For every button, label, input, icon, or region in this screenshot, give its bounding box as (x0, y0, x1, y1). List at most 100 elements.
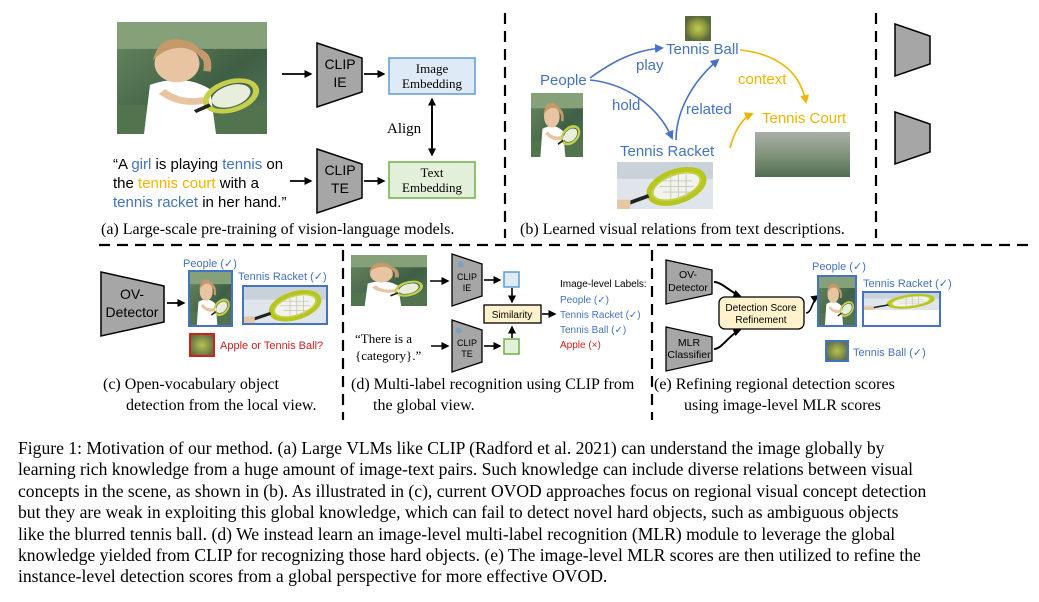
legend (894, 22, 931, 166)
svg-text:Embedding: Embedding (402, 76, 462, 91)
svg-text:Text: Text (421, 165, 444, 180)
tennis-court-node: Tennis Court (762, 110, 847, 127)
svg-text:❄: ❄ (455, 326, 463, 336)
legend-clip-ie (894, 22, 931, 78)
svg-text:Refinement: Refinement (735, 315, 786, 326)
panel-b-caption: (b) Learned visual relations from text d… (520, 221, 845, 238)
ball-refined-box (825, 340, 849, 362)
caption-line-3: concepts in the scene, as shown in (b). … (18, 480, 927, 501)
play-edge-label: play (636, 57, 664, 74)
caption-sentence: “A girl is playing tennis on the tennis … (113, 156, 286, 211)
ball-refined-label: Tennis Ball (✓) (853, 347, 926, 359)
svg-text:OV-: OV- (120, 286, 144, 302)
align-label: Align (387, 121, 422, 137)
panel-c-caption-line2: detection from the local view. (126, 397, 316, 414)
svg-text:TE: TE (461, 349, 473, 359)
labels-title: Image-level Labels: (560, 279, 647, 290)
ov-detector-trapezoid-e: OV- Detector (665, 259, 713, 305)
panel-a: CLIP IE Image Embedding Align Text Embed… (101, 22, 476, 238)
clip-text-encoder: CLIP TE (316, 147, 363, 215)
panel-e-caption-line1: (e) Refining regional detection scores (654, 376, 895, 393)
racket-refined-label: Tennis Racket (✓) (863, 278, 952, 290)
clip-te-frozen: ❄ CLIP TE (451, 319, 483, 373)
svg-text:CLIP: CLIP (457, 272, 477, 282)
apple-or-ball-label: Apple or Tennis Ball? (220, 340, 323, 352)
svg-text:IE: IE (333, 74, 346, 90)
panel-e-caption-line2: using image-level MLR scores (684, 397, 881, 414)
hold-edge-label: hold (612, 97, 640, 114)
caption-line-6: knowledge yielded from CLIP for recogniz… (18, 545, 921, 566)
svg-text:OV-: OV- (679, 269, 698, 281)
caption-line-7: instance-level detection scores from a g… (18, 566, 608, 587)
caption-line-2: learning rich knowledge from a huge amou… (18, 459, 914, 480)
people-detection-box (187, 269, 234, 328)
tennis-ball-node: Tennis Ball (666, 41, 739, 58)
image-embedding-box: Image Embedding (388, 57, 476, 95)
caption-line-1: Figure 1: Motivation of our method. (a) … (18, 438, 885, 458)
svg-text:IE: IE (463, 283, 472, 293)
svg-text:MLR: MLR (678, 337, 701, 349)
racket-crop-photo (617, 162, 713, 210)
tennis-racket-node: Tennis Racket (620, 143, 715, 160)
panel-d: ❄ CLIP IE Similarity ❄ CLIP TE “There is… (351, 254, 647, 414)
caption-line-4: but they are weak in exploiting this glo… (18, 502, 899, 523)
girl-full-photo (351, 255, 427, 306)
legend-clip-te (894, 110, 931, 166)
svg-text:CLIP: CLIP (324, 162, 355, 178)
clip-ie-frozen: ❄ CLIP IE (451, 253, 483, 307)
svg-text:“A girl is playing tennis on: “A girl is playing tennis on (113, 156, 283, 173)
text-embedding-box: Text Embedding (388, 161, 476, 199)
svg-text:Embedding: Embedding (402, 180, 462, 195)
image-feature-square (503, 271, 520, 288)
people-refined-box (816, 274, 858, 328)
svg-text:Detection Score: Detection Score (725, 303, 797, 314)
blurred-tennis-ball (685, 16, 711, 41)
panel-d-caption-line2: the global view. (373, 397, 475, 414)
figure-caption: Figure 1: Motivation of our method. (a) … (18, 438, 1028, 588)
svg-text:TE: TE (331, 180, 349, 196)
panel-c-caption-line1: (c) Open-vocabulary object (103, 376, 279, 393)
similarity-box: Similarity (483, 304, 542, 324)
svg-text:the tennis court with a: the tennis court with a (113, 175, 260, 192)
people-detected-label: People (✓) (183, 258, 237, 270)
panel-d-caption-line1: (d) Multi-label recognition using CLIP f… (351, 376, 635, 393)
label-apple: Apple (×) (560, 340, 601, 351)
svg-text:CLIP: CLIP (324, 56, 355, 72)
people-node: People (540, 72, 587, 89)
motivation-figure: CLIP IE Image Embedding Align Text Embed… (99, 13, 1028, 420)
caption-line-5: like the blurred tennis ball. (d) We ins… (18, 523, 896, 544)
panel-e: OV- Detector MLR Classifier Detection Sc… (654, 259, 952, 414)
label-tennis-ball: Tennis Ball (✓) (560, 325, 626, 336)
related-edge-label: related (686, 101, 732, 118)
svg-text:Image: Image (416, 61, 449, 76)
panel-b: People Tennis Ball Tennis Racket Tennis … (520, 16, 850, 238)
girl-crop-photo (529, 91, 585, 159)
prompt-line2: {category}.” (355, 348, 421, 363)
panel-c: OV- Detector People (✓) Tennis Racket (✓… (100, 258, 327, 414)
ambiguous-ball-box (189, 333, 215, 357)
girl-photo (117, 22, 267, 134)
svg-text:Similarity: Similarity (492, 310, 533, 321)
racket-detection-box (243, 286, 327, 325)
panel-a-caption: (a) Large-scale pre-training of vision-l… (101, 221, 454, 238)
svg-text:Detector: Detector (106, 304, 159, 320)
mlr-classifier-trapezoid: MLR Classifier (665, 326, 713, 372)
text-feature-square (503, 338, 520, 355)
context-edge-label: context (738, 71, 787, 88)
svg-text:❄: ❄ (457, 260, 465, 270)
clip-image-encoder: CLIP IE (316, 41, 363, 109)
racket-refined-box (861, 290, 942, 327)
racket-detected-label: Tennis Racket (✓) (238, 271, 327, 283)
label-people: People (✓) (560, 295, 609, 306)
people-refined-label: People (✓) (812, 261, 866, 273)
refinement-box: Detection Score Refinement (718, 296, 805, 330)
panel-separators (99, 13, 1028, 420)
label-tennis-racket: Tennis Racket (✓) (560, 310, 641, 321)
court-crop-photo (755, 132, 850, 177)
svg-text:Classifier: Classifier (667, 349, 711, 361)
ov-detector-trapezoid: OV- Detector (100, 271, 165, 337)
svg-text:tennis racket in her hand.”: tennis racket in her hand.” (113, 194, 286, 211)
svg-text:Detector: Detector (668, 282, 708, 294)
prompt-line1: “There is a (355, 331, 412, 346)
svg-text:CLIP: CLIP (457, 338, 477, 348)
